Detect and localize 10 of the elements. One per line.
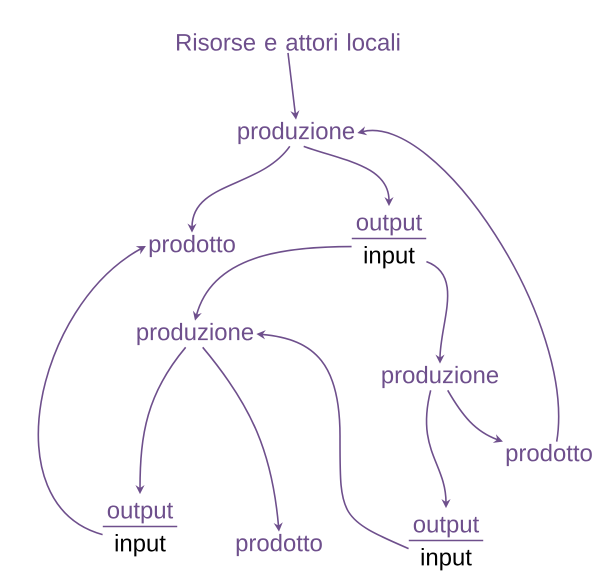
output-input-fraction: output input (352, 214, 426, 268)
product-label: prodotto (150, 234, 235, 258)
product-label: prodotto (236, 534, 322, 556)
output-input-fraction: output input (102, 502, 178, 556)
source-label: Risorse e attori locali (177, 33, 400, 51)
process-label: produzione (382, 366, 498, 388)
product-label: prodotto (506, 444, 592, 466)
output-input-fraction: output input (408, 516, 484, 570)
process-label: produzione (238, 122, 354, 144)
process-label: produzione (137, 322, 254, 346)
